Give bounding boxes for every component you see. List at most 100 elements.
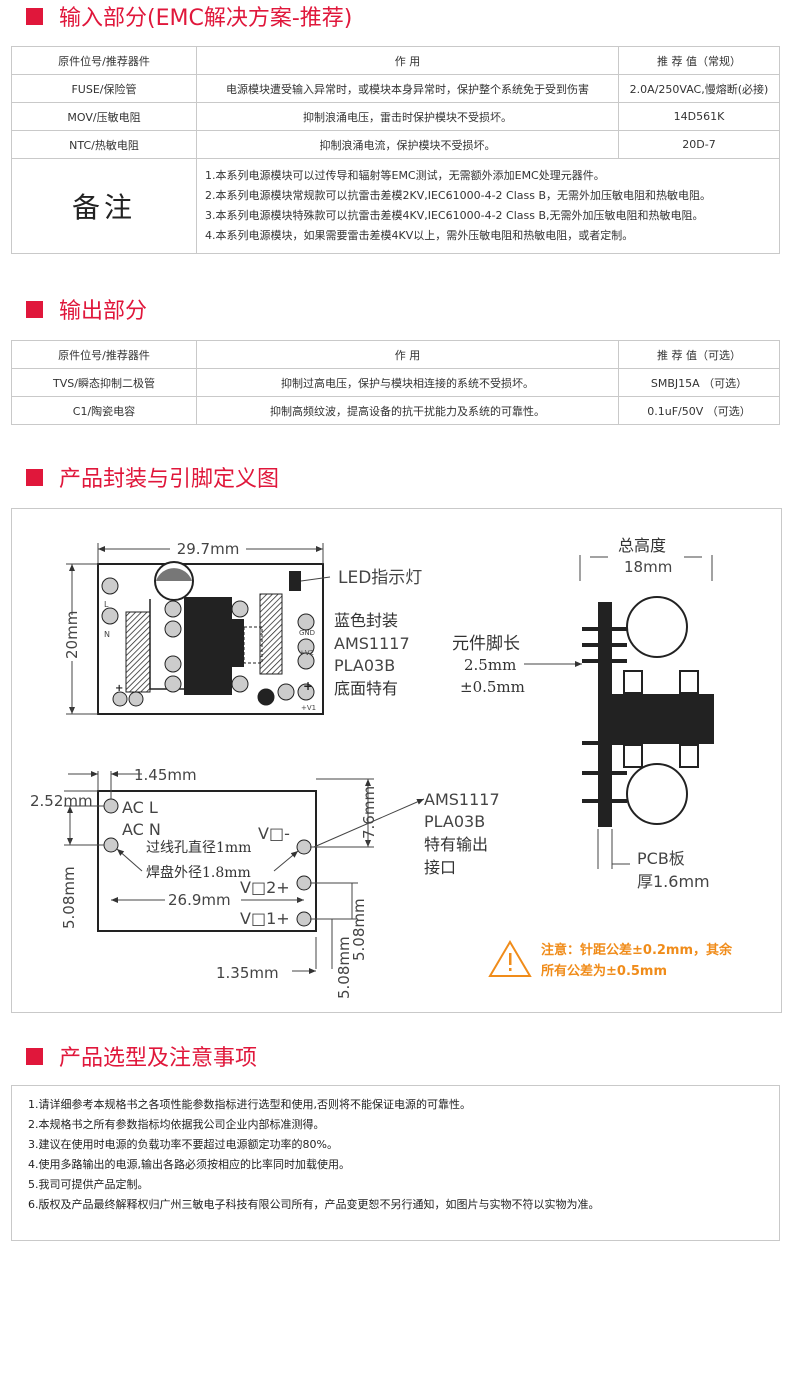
pin-layout-board [97,790,317,932]
total-height-label: 总高度 [618,536,666,555]
dim-252-label: 2.52mm [30,792,93,810]
pin-n-text: N [104,630,110,639]
dim-508-bottom-label: 5.08mm [335,936,353,999]
table-header-row: 原件位号/推荐器件 作 用 推 荐 值（常规） [11,46,780,75]
note-line: 3.本系列电源模块特殊款可以抗雷击差模4KV,IEC61000-4-2 Clas… [205,209,704,222]
table-cell: SMBJ15A （可选） [618,368,780,397]
transformer [184,597,232,695]
led-label: LED指示灯 [338,568,422,588]
table-cell: FUSE/保险管 [11,74,197,103]
vo2-plus-label: V□2+ [240,878,290,897]
blue-pkg-line2: AMS1117 [334,634,410,653]
warning-line2: 所有公差为±0.5mm [541,963,667,979]
special-out-line3: 特有输出 [424,835,488,854]
width-dim-label: 29.7mm [177,540,240,558]
ac-l-label: AC L [122,798,158,817]
dim-145-label: 1.45mm [134,766,197,784]
section-marker-icon [26,7,43,25]
note-line: 2.本系列电源模块常规款可以抗雷击差模2KV,IEC61000-4-2 Clas… [205,189,712,202]
list-item: 1.请详细参考本规格书之各项性能参数指标进行选型和使用,否则将不能保证电源的可靠… [28,1098,471,1111]
dim-135-label: 1.35mm [216,964,279,982]
selection-notes-list: 1.请详细参考本规格书之各项性能参数指标进行选型和使用,否则将不能保证电源的可靠… [12,1086,779,1215]
list-item: 4.使用多路输出的电源,输出各路必须按相应的比率同时加载使用。 [28,1158,350,1171]
pin-len-line3: ±0.5mm [460,678,525,696]
table-cell: 14D561K [618,102,780,131]
pad-label: 焊盘外径1.8mm [146,864,251,881]
section-title-package: 产品封装与引脚定义图 [26,461,279,493]
pad-ac-l [103,798,119,814]
section-marker-icon [26,300,43,318]
list-item: 2.本规格书之所有参数指标均依据我公司企业内部标准测得。 [28,1118,325,1131]
vo-minus-label: V□- [258,824,290,843]
table-row: NTC/热敏电阻 抑制浪涌电流，保护模块不受损坏。 20D-7 [11,130,780,159]
special-out-line2: PLA03B [424,812,485,831]
list-item: 5.我司可提供产品定制。 [28,1178,149,1191]
warning-line1: 注意：针距公差±0.2mm，其余 [541,942,733,958]
input-emc-table: 原件位号/推荐器件 作 用 推 荐 值（常规） FUSE/保险管 电源模块遭受输… [11,46,780,254]
header-cell: 推 荐 值（可选） [618,340,780,369]
table-cell: 0.1uF/50V （可选） [618,396,780,425]
table-cell: 抑制浪涌电流，保护模块不受损坏。 [196,130,619,159]
header-cell: 推 荐 值（常规） [618,46,780,75]
pin-gnd-text: GND [299,629,315,637]
section-title-output: 输出部分 [26,293,147,325]
total-height-value: 18mm [624,558,672,576]
table-cell: 抑制过高电压，保护与模块相连接的系统不受损坏。 [196,368,619,397]
table-cell: 20D-7 [618,130,780,159]
height-dim-label: 20mm [63,611,81,659]
selection-notes-box: 1.请详细参考本规格书之各项性能参数指标进行选型和使用,否则将不能保证电源的可靠… [11,1085,780,1241]
table-cell: 抑制高频纹波，提高设备的抗干扰能力及系统的可靠性。 [196,396,619,425]
pad-vo1-plus [296,911,312,927]
pin-v2-text: +V2 [299,649,314,657]
table-cell: NTC/热敏电阻 [11,130,197,159]
pin-l-pad [101,577,119,595]
side-transformer [612,694,714,744]
dim-508-right-label: 5.08mm [350,898,368,961]
section-title-selection: 产品选型及注意事项 [26,1040,257,1072]
svg-text:+: + [303,679,313,693]
via-label: 过线孔直径1mm [146,839,251,856]
notes-label: 备注 [11,158,197,254]
table-cell: 抑制浪涌电压，雷击时保护模块不受损坏。 [196,102,619,131]
output-table: 原件位号/推荐器件 作 用 推 荐 值（可选） TVS/瞬态抑制二极管 抑制过高… [11,340,780,425]
header-cell: 原件位号/推荐器件 [11,46,197,75]
tolerance-warning: 注意：针距公差±0.2mm，其余 所有公差为±0.5mm [488,940,733,979]
note-line: 4.本系列电源模块，如果需要雷击差模4KV以上，需外压敏电阻和热敏电阻，或者定制… [205,229,634,242]
section-title-input: 输入部分(EMC解决方案-推荐) [26,0,352,32]
table-cell: MOV/压敏电阻 [11,102,197,131]
pin-len-line2: 2.5mm [464,656,516,674]
dim-508-left-label: 5.08mm [60,866,78,929]
diagram-svg: 29.7mm 20mm L N + [30,536,733,999]
table-cell: TVS/瞬态抑制二极管 [11,368,197,397]
pin-length-label: 元件脚长 2.5mm ±0.5mm [452,634,582,696]
pcb-label: PCB板 [637,849,685,868]
section-marker-icon [26,468,43,486]
note-line: 1.本系列电源模块可以过传导和辐射等EMC测试，无需额外添加EMC处理元器件。 [205,169,605,182]
pcb-side [598,602,612,827]
table-header-row: 原件位号/推荐器件 作 用 推 荐 值（可选） [11,340,780,369]
special-out-line4: 接口 [424,858,456,877]
pin-l-text: L [104,600,109,609]
table-row: C1/陶瓷电容 抑制高频纹波，提高设备的抗干扰能力及系统的可靠性。 0.1uF/… [11,396,780,425]
side-view: 总高度 18mm PCB板 厚1.6mm [579,536,714,891]
vo1-plus-label: V□1+ [240,909,290,928]
package-pin-diagram: 29.7mm 20mm L N + [11,508,782,1013]
side-cap-bottom [626,763,688,825]
table-cell: 2.0A/250VAC,慢熔断(必接) [618,74,780,103]
hatched-component-left [125,611,151,693]
pin-n-pad [101,607,119,625]
table-cell: 电源模块遭受输入异常时，或模块本身异常时，保护整个系统免于受到伤害 [196,74,619,103]
led [289,571,301,591]
table-row: TVS/瞬态抑制二极管 抑制过高电压，保护与模块相连接的系统不受损坏。 SMBJ… [11,368,780,397]
notes-text: 1.本系列电源模块可以过传导和辐射等EMC测试，无需额外添加EMC处理元器件。 … [196,158,780,254]
blue-pkg-line4: 底面特有 [334,679,398,698]
header-cell: 原件位号/推荐器件 [11,340,197,369]
pad-vo-minus [296,839,312,855]
hatched-component-right [259,593,283,675]
dim-76-label: 7.6mm [360,786,378,839]
header-cell: 作 用 [196,340,619,369]
pin-v1-text: +V1 [301,704,316,712]
list-item: 3.建议在使用时电源的负载功率不要超过电源额定功率的80%。 [28,1138,338,1151]
list-item: 6.版权及产品最终解释权归广州三敏电子科技有限公司所有，产品变更恕不另行通知，如… [28,1198,600,1211]
warning-icon [488,940,532,977]
